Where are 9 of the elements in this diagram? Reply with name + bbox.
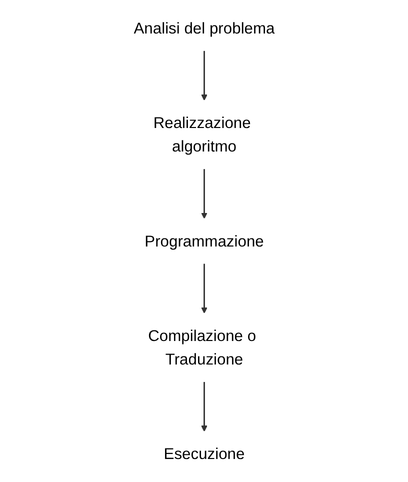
node-text: Programmazione <box>144 232 264 250</box>
arrow <box>200 50 208 101</box>
node-text: Esecuzione <box>164 444 244 463</box>
node-text: Compilazione o Traduzione <box>148 326 256 368</box>
arrow <box>200 382 208 432</box>
arrow <box>200 263 208 314</box>
node-text: Analisi del problema <box>133 19 275 38</box>
arrow <box>200 168 208 219</box>
node-text: Realizzazione algoritmo <box>153 114 251 156</box>
